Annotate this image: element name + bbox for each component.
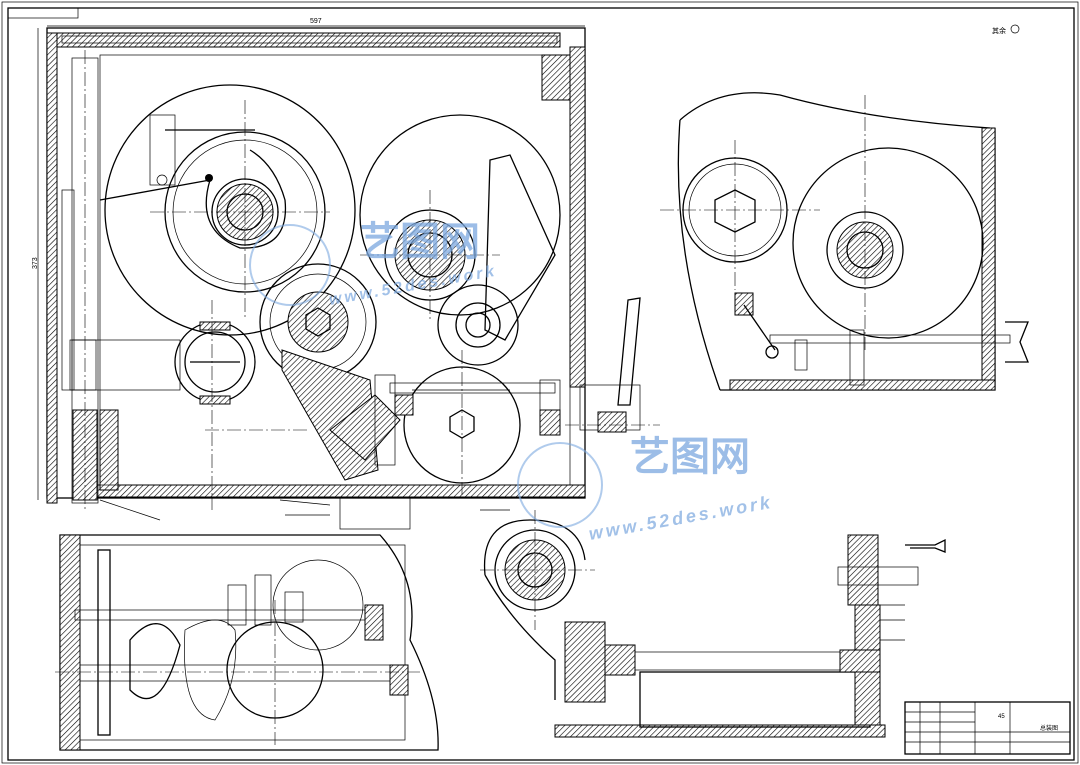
section-shaft [837,566,919,586]
detail-rod [624,651,856,671]
plan-view-wheel-top [272,559,364,651]
side-view-link-pin [765,345,779,359]
section-handle [905,538,946,553]
detail-housing [639,671,871,728]
upper-link-arm-2 [99,179,211,201]
title-block: 45 总装图 [904,701,1071,755]
side-view-post [849,329,865,386]
roughness-note: 其余 [992,26,1006,35]
plan-view-left-wall [59,534,81,751]
plan-view-left-disc [97,549,111,736]
plan-view-outline [59,534,439,751]
watermark-logo-icon-2 [517,442,603,528]
detail-base-plate [554,724,886,738]
tie-rod-collar-left [394,394,414,416]
section-flange [847,534,879,606]
roughness-symbol-icon [1010,24,1020,34]
side-view-link [743,304,776,351]
top-cover-hatch [54,32,561,48]
plan-view-gear-block-2 [254,574,272,626]
gear-left-middle-hatch [287,291,349,353]
tie-rod-collar-right [539,409,561,436]
section-lower-collar [839,649,881,673]
lower-left-clamp-bottom [199,395,231,405]
sheet-code-box [7,7,79,19]
plan-view-gear-block-1 [227,584,247,626]
watermark-brand-2: 艺图网 [630,435,750,479]
upper-clamp-pin [205,174,213,182]
watermark-brand: 艺图网 [360,220,480,264]
lower-left-clamp-top [199,321,231,331]
tie-rod [389,382,556,394]
side-view-break-line [677,92,991,391]
upper-bracket [149,114,176,186]
section-view [837,534,946,726]
side-view-clamp [734,292,754,316]
title-block-frame [904,701,1071,755]
plan-view [55,534,439,751]
spring-coil [205,149,287,249]
callout-line-2 [279,499,331,506]
swing-arm-link [329,394,401,461]
dim-width: 597 [310,18,322,25]
side-view-rod [769,334,1011,344]
large-back-wheel [104,84,356,336]
callout-line-1 [99,499,161,521]
left-shaft-slot [71,339,97,391]
tie-rod-block-left [374,374,396,466]
inner-cavity [99,54,571,486]
bottom-base-hatch [94,484,586,498]
side-view-back-disc [792,147,984,339]
bottom-bracket [339,496,411,530]
horizontal-crossbar [69,339,181,391]
side-view [660,92,1029,391]
base-left-hatch [99,409,119,491]
top-right-block-hatch [541,54,571,101]
top-cover-inner [61,35,558,44]
title-block-scale: 45 [998,714,1005,720]
right-wall-hatch [569,46,586,388]
detail-break-outline [483,519,586,700]
plan-view-shaft-lower [79,664,401,682]
dim-height: 373 [32,257,39,269]
plan-view-cam-right [184,619,237,721]
small-gear-right-inner [455,302,501,348]
sheet-border-inner [7,7,1075,761]
plan-view-inner [79,544,406,741]
side-view-post-2 [794,339,808,371]
upper-link-pin [156,174,168,186]
small-gear-right-bore [465,312,491,338]
left-wall-hatch [46,32,58,504]
small-gear-right [437,284,519,366]
detail-handle-hub [604,644,636,676]
plan-view-cam-left [129,623,181,700]
title-block-label: 总装图 [1040,724,1058,732]
detail-view-bottom [480,510,886,738]
handle-lever[interactable] [617,297,641,406]
right-lever-arm [484,154,556,341]
plan-view-right-block [389,664,409,696]
plan-view-shaft-main [74,609,376,621]
side-view-rod-end [1005,321,1029,363]
watermark-url-2: www.52des.work [587,492,774,544]
side-view-right-wall [981,127,996,391]
left-shaft-collar [61,189,75,391]
right-back-wheel [359,114,561,316]
gear-left-middle-hex [305,307,331,337]
plan-view-gear-block-3 [284,591,304,623]
main-front-view: 597 373 [32,18,660,530]
detail-left-bracket [564,621,606,703]
plan-view-right-bearing [364,604,384,641]
lower-left-wheel-inner [184,331,246,393]
handle-hub-hatch [597,411,627,433]
watermark-logo-icon [249,224,331,306]
